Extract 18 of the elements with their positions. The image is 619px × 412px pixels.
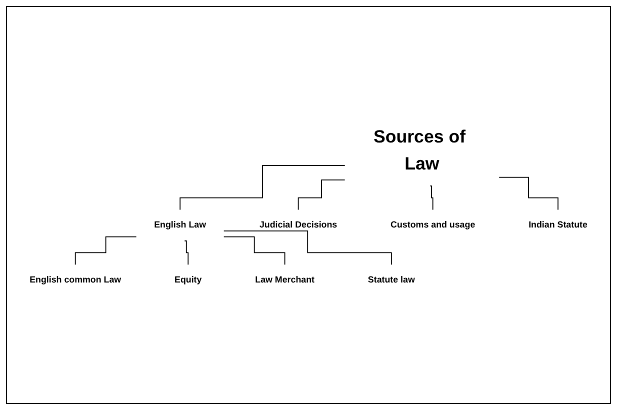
node-text: Judicial Decisions — [259, 220, 338, 230]
node-text: English Law — [154, 220, 206, 230]
node-text: Sources of Law — [373, 126, 466, 174]
connector — [223, 236, 286, 265]
node-text: Customs and usage — [390, 220, 476, 230]
node-text: Statute law — [368, 274, 415, 285]
connector — [498, 176, 558, 210]
node-text: English common Law — [30, 274, 122, 285]
page-border: Sources of Law English Law Judicial Decisions Customs and usage Indian Statute English common Law Equity Law Merchant Statute law — [6, 6, 611, 404]
connector — [184, 240, 189, 265]
connector — [74, 236, 137, 265]
connector — [298, 179, 346, 210]
node-text: Law Merchant — [255, 274, 314, 285]
node-text: Equity — [174, 274, 202, 285]
connector — [180, 164, 346, 210]
connector — [430, 185, 434, 210]
node-text: Indian Statute — [528, 220, 588, 230]
connector — [223, 230, 392, 265]
